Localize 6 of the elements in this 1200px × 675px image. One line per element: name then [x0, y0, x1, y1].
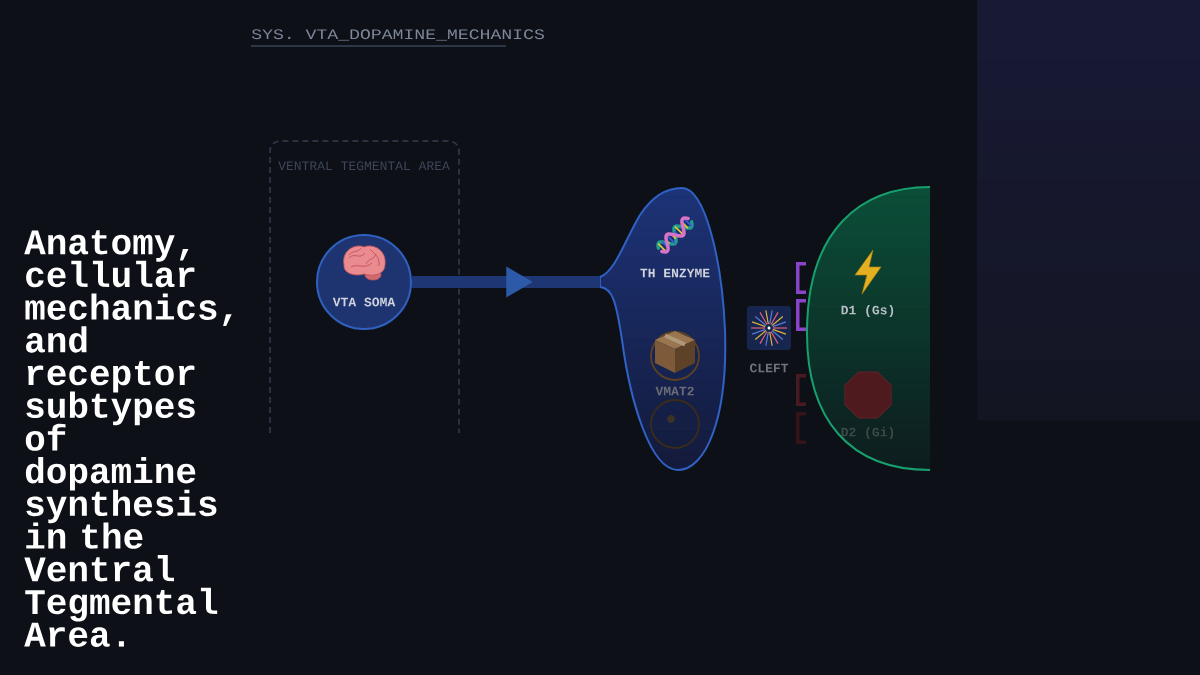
cleft-label: CLEFT [750, 363, 789, 373]
node-label: VMAT2 [655, 386, 694, 396]
vesicle-circle [650, 399, 700, 449]
title: Anatomy, cellular mechanics, and receptor subtypes of dopamine synthesis in the Ventral Tegmental Area. [24, 230, 232, 647]
node-label: D1 (Gs) [841, 304, 894, 318]
header-text: SYS. VTA_DOPAMINE_MECHANICS [251, 29, 544, 41]
